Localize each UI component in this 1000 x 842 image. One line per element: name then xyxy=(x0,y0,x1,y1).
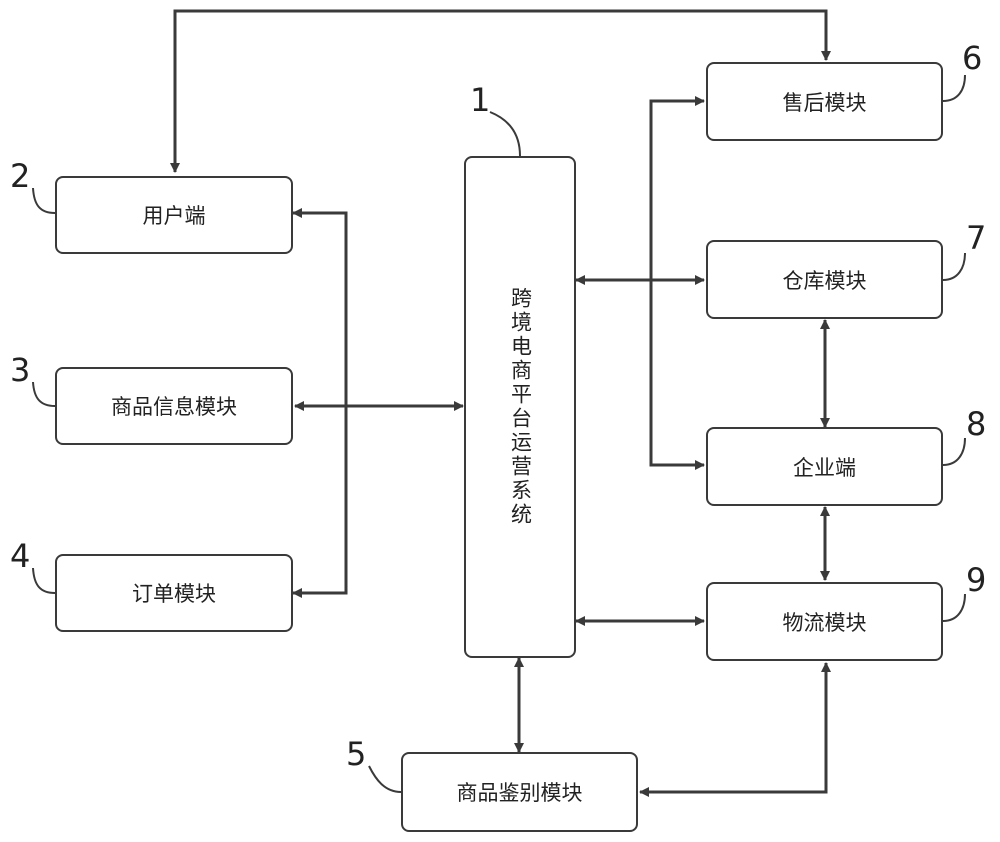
leader-7 xyxy=(942,252,966,281)
arrow-bracket-user xyxy=(292,208,348,406)
leader-4 xyxy=(32,567,56,594)
leader-8 xyxy=(942,437,966,466)
order-box: 订单模块 xyxy=(55,554,293,632)
leader-5 xyxy=(368,765,402,793)
leader-1 xyxy=(489,111,521,157)
platform-box: 跨境电商平台运营系统 xyxy=(464,156,576,658)
enterprise-label: 企业端 xyxy=(793,455,856,480)
leader-9 xyxy=(942,593,966,622)
goods-info-label: 商品信息模块 xyxy=(111,395,237,419)
ref-number-3: 3 xyxy=(10,351,31,389)
ref-number-6: 6 xyxy=(962,39,983,77)
arrow-aftersales-user xyxy=(170,9,831,173)
logistics-label: 物流模块 xyxy=(782,610,867,635)
ref-number-9: 9 xyxy=(966,561,987,599)
enterprise-box: 企业端 xyxy=(706,427,943,506)
ref-number-5: 5 xyxy=(346,735,367,773)
ref-number-7: 7 xyxy=(966,219,987,257)
ref-number-8: 8 xyxy=(966,405,987,443)
warehouse-label: 仓库模块 xyxy=(782,268,867,293)
appraisal-label: 商品鉴别模块 xyxy=(456,781,583,805)
arrow-logistics-appraisal xyxy=(639,662,831,797)
order-label: 订单模块 xyxy=(132,582,216,606)
ref-number-4: 4 xyxy=(10,537,31,575)
goods-info-box: 商品信息模块 xyxy=(55,367,293,445)
appraisal-box: 商品鉴别模块 xyxy=(401,752,638,832)
leader-3 xyxy=(32,381,56,407)
ref-number-2: 2 xyxy=(10,157,31,195)
arrow-bracket-aftersales xyxy=(649,96,705,280)
after-sales-box: 售后模块 xyxy=(706,62,943,141)
logistics-box: 物流模块 xyxy=(706,582,943,661)
arrow-bracket-enterprise xyxy=(649,280,705,470)
ref-number-1: 1 xyxy=(470,81,491,119)
leader-2 xyxy=(32,187,56,214)
leader-6 xyxy=(942,74,966,102)
user-label: 用户端 xyxy=(142,204,206,228)
platform-label: 跨境电商平台运营系统 xyxy=(508,287,533,527)
after-sales-label: 售后模块 xyxy=(782,90,867,115)
arrow-bracket-order xyxy=(292,406,348,598)
user-box: 用户端 xyxy=(55,176,293,254)
warehouse-box: 仓库模块 xyxy=(706,240,943,319)
